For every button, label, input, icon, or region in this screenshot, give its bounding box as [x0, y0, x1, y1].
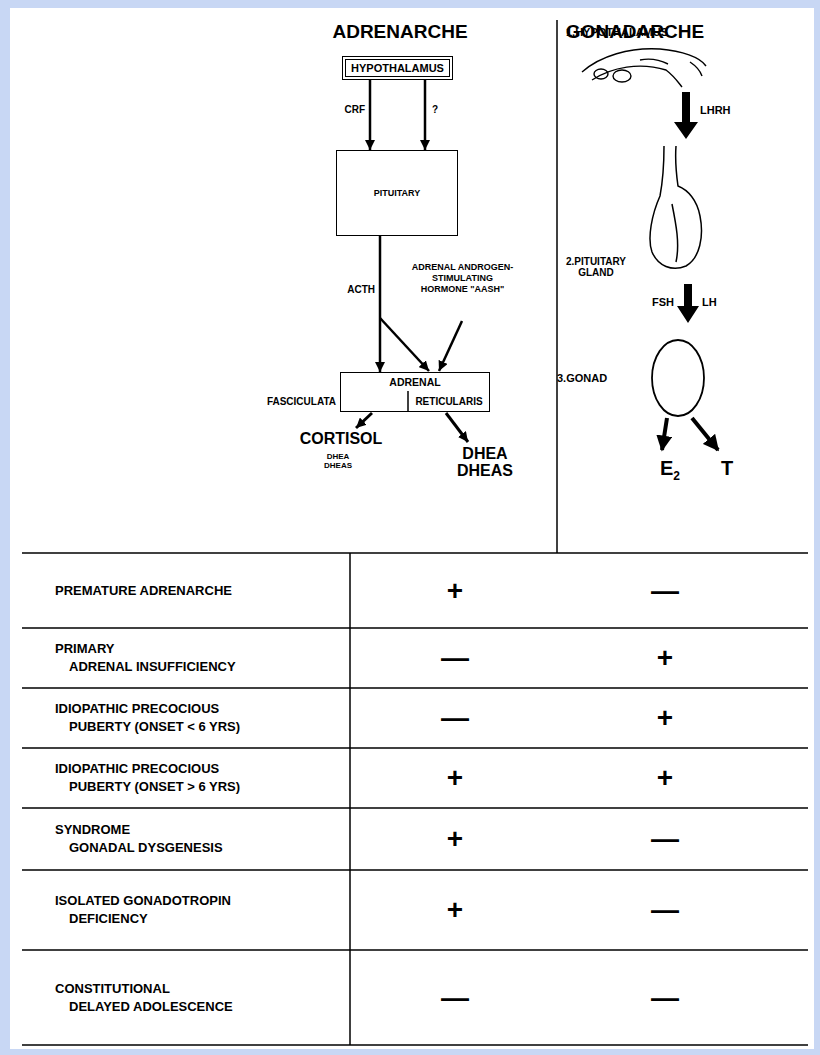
table-column-rule [349, 553, 351, 1045]
hypothalamus-box: HYPOTHALAMUS [342, 56, 453, 80]
aash-arrow [439, 321, 462, 371]
gland-outline [650, 146, 701, 268]
part-label: 2.PITUITARY GLAND [553, 256, 639, 278]
table-sign: — [635, 577, 695, 605]
hormone-label: LHRH [700, 104, 750, 116]
output-arrow [446, 413, 468, 442]
row-label: ISOLATED GONADOTROPIN DEFICIENCY [55, 892, 340, 927]
row-label: PRIMARY ADRENAL INSUFFICIENCY [55, 640, 340, 675]
row-label: SYNDROME GONADAL DYSGENESIS [55, 821, 340, 856]
lobe-divider [672, 204, 678, 262]
connector-arrow [369, 80, 372, 150]
table-rule [22, 627, 808, 629]
zone-divider [407, 391, 409, 412]
row-label: IDIOPATHIC PRECOCIOUS PUBERTY (ONSET < 6… [55, 700, 340, 735]
hormone-label: FSH [640, 296, 674, 308]
hormone-label: LH [702, 296, 732, 308]
table-sign: + [635, 644, 695, 672]
hormone-label: T [712, 458, 742, 478]
node-text: HYPOTHALAMUS [351, 62, 444, 74]
table-rule [22, 747, 808, 749]
table-sign: + [635, 764, 695, 792]
output-arrow [356, 413, 372, 428]
hormone-label: E2 [650, 458, 690, 482]
connector-arrow [424, 80, 427, 150]
optic-chiasm [594, 69, 608, 79]
hormone-arrow [662, 418, 667, 450]
table-rule [22, 687, 808, 689]
table-rule [22, 807, 808, 809]
node-text: ADRENAL [389, 376, 440, 388]
table-rule [22, 552, 808, 554]
hypothalamus-sketch [582, 49, 706, 87]
table-sign: + [425, 896, 485, 924]
hormone-label: ADRENAL ANDROGEN- STIMULATING HORMONE "A… [410, 262, 515, 295]
column-divider [556, 20, 558, 553]
acth-branch [380, 318, 429, 371]
table-sign: + [425, 577, 485, 605]
table-rule [22, 869, 808, 871]
thick-arrow [674, 92, 698, 139]
table-sign: — [425, 984, 485, 1012]
edge-label: CRF [326, 104, 366, 115]
table-sign: — [425, 644, 485, 672]
pituitary-box: PITUITARY [336, 150, 458, 236]
row-label: CONSTITUTIONAL DELAYED ADOLESCENCE [55, 980, 340, 1015]
hormone-arrow [692, 418, 718, 450]
table-rule [22, 1044, 808, 1046]
page-ground [10, 8, 814, 1049]
hormone-label: CORTISOL [296, 431, 386, 448]
part-label: 3.GONAD [557, 372, 629, 384]
table-sign: — [635, 825, 695, 853]
mammillary-body [613, 70, 631, 82]
edge-label: ACTH [334, 284, 376, 295]
node-text: PITUITARY [374, 188, 421, 198]
column-heading: ADRENARCHE [320, 22, 480, 43]
table-sign: + [635, 704, 695, 732]
table-sign: + [425, 764, 485, 792]
brain-outline [592, 66, 682, 87]
table-sign: — [635, 896, 695, 924]
table-rule [22, 949, 808, 951]
row-label: IDIOPATHIC PRECOCIOUS PUBERTY (ONSET > 6… [55, 760, 340, 795]
brain-outline [690, 62, 702, 76]
table-grid [22, 553, 808, 1045]
pituitary-sketch [650, 146, 701, 268]
edge-label: ? [431, 104, 449, 115]
brain-outline [640, 59, 668, 64]
connector-arrow [379, 236, 382, 372]
gonad-outline [652, 340, 704, 416]
row-label: PREMATURE ADRENARCHE [55, 582, 340, 600]
hormone-label: DHEA DHEAS [318, 452, 358, 470]
hormone-label: DHEA DHEAS [452, 446, 518, 480]
table-sign: — [425, 704, 485, 732]
zone-label: RETICULARIS [411, 396, 487, 407]
table-sign: — [635, 984, 695, 1012]
thick-arrow [677, 284, 699, 323]
zone-label: FASCICULATA [252, 396, 336, 407]
part-label: 1.HYPOTHALAMUS [566, 26, 696, 38]
table-sign: + [425, 825, 485, 853]
